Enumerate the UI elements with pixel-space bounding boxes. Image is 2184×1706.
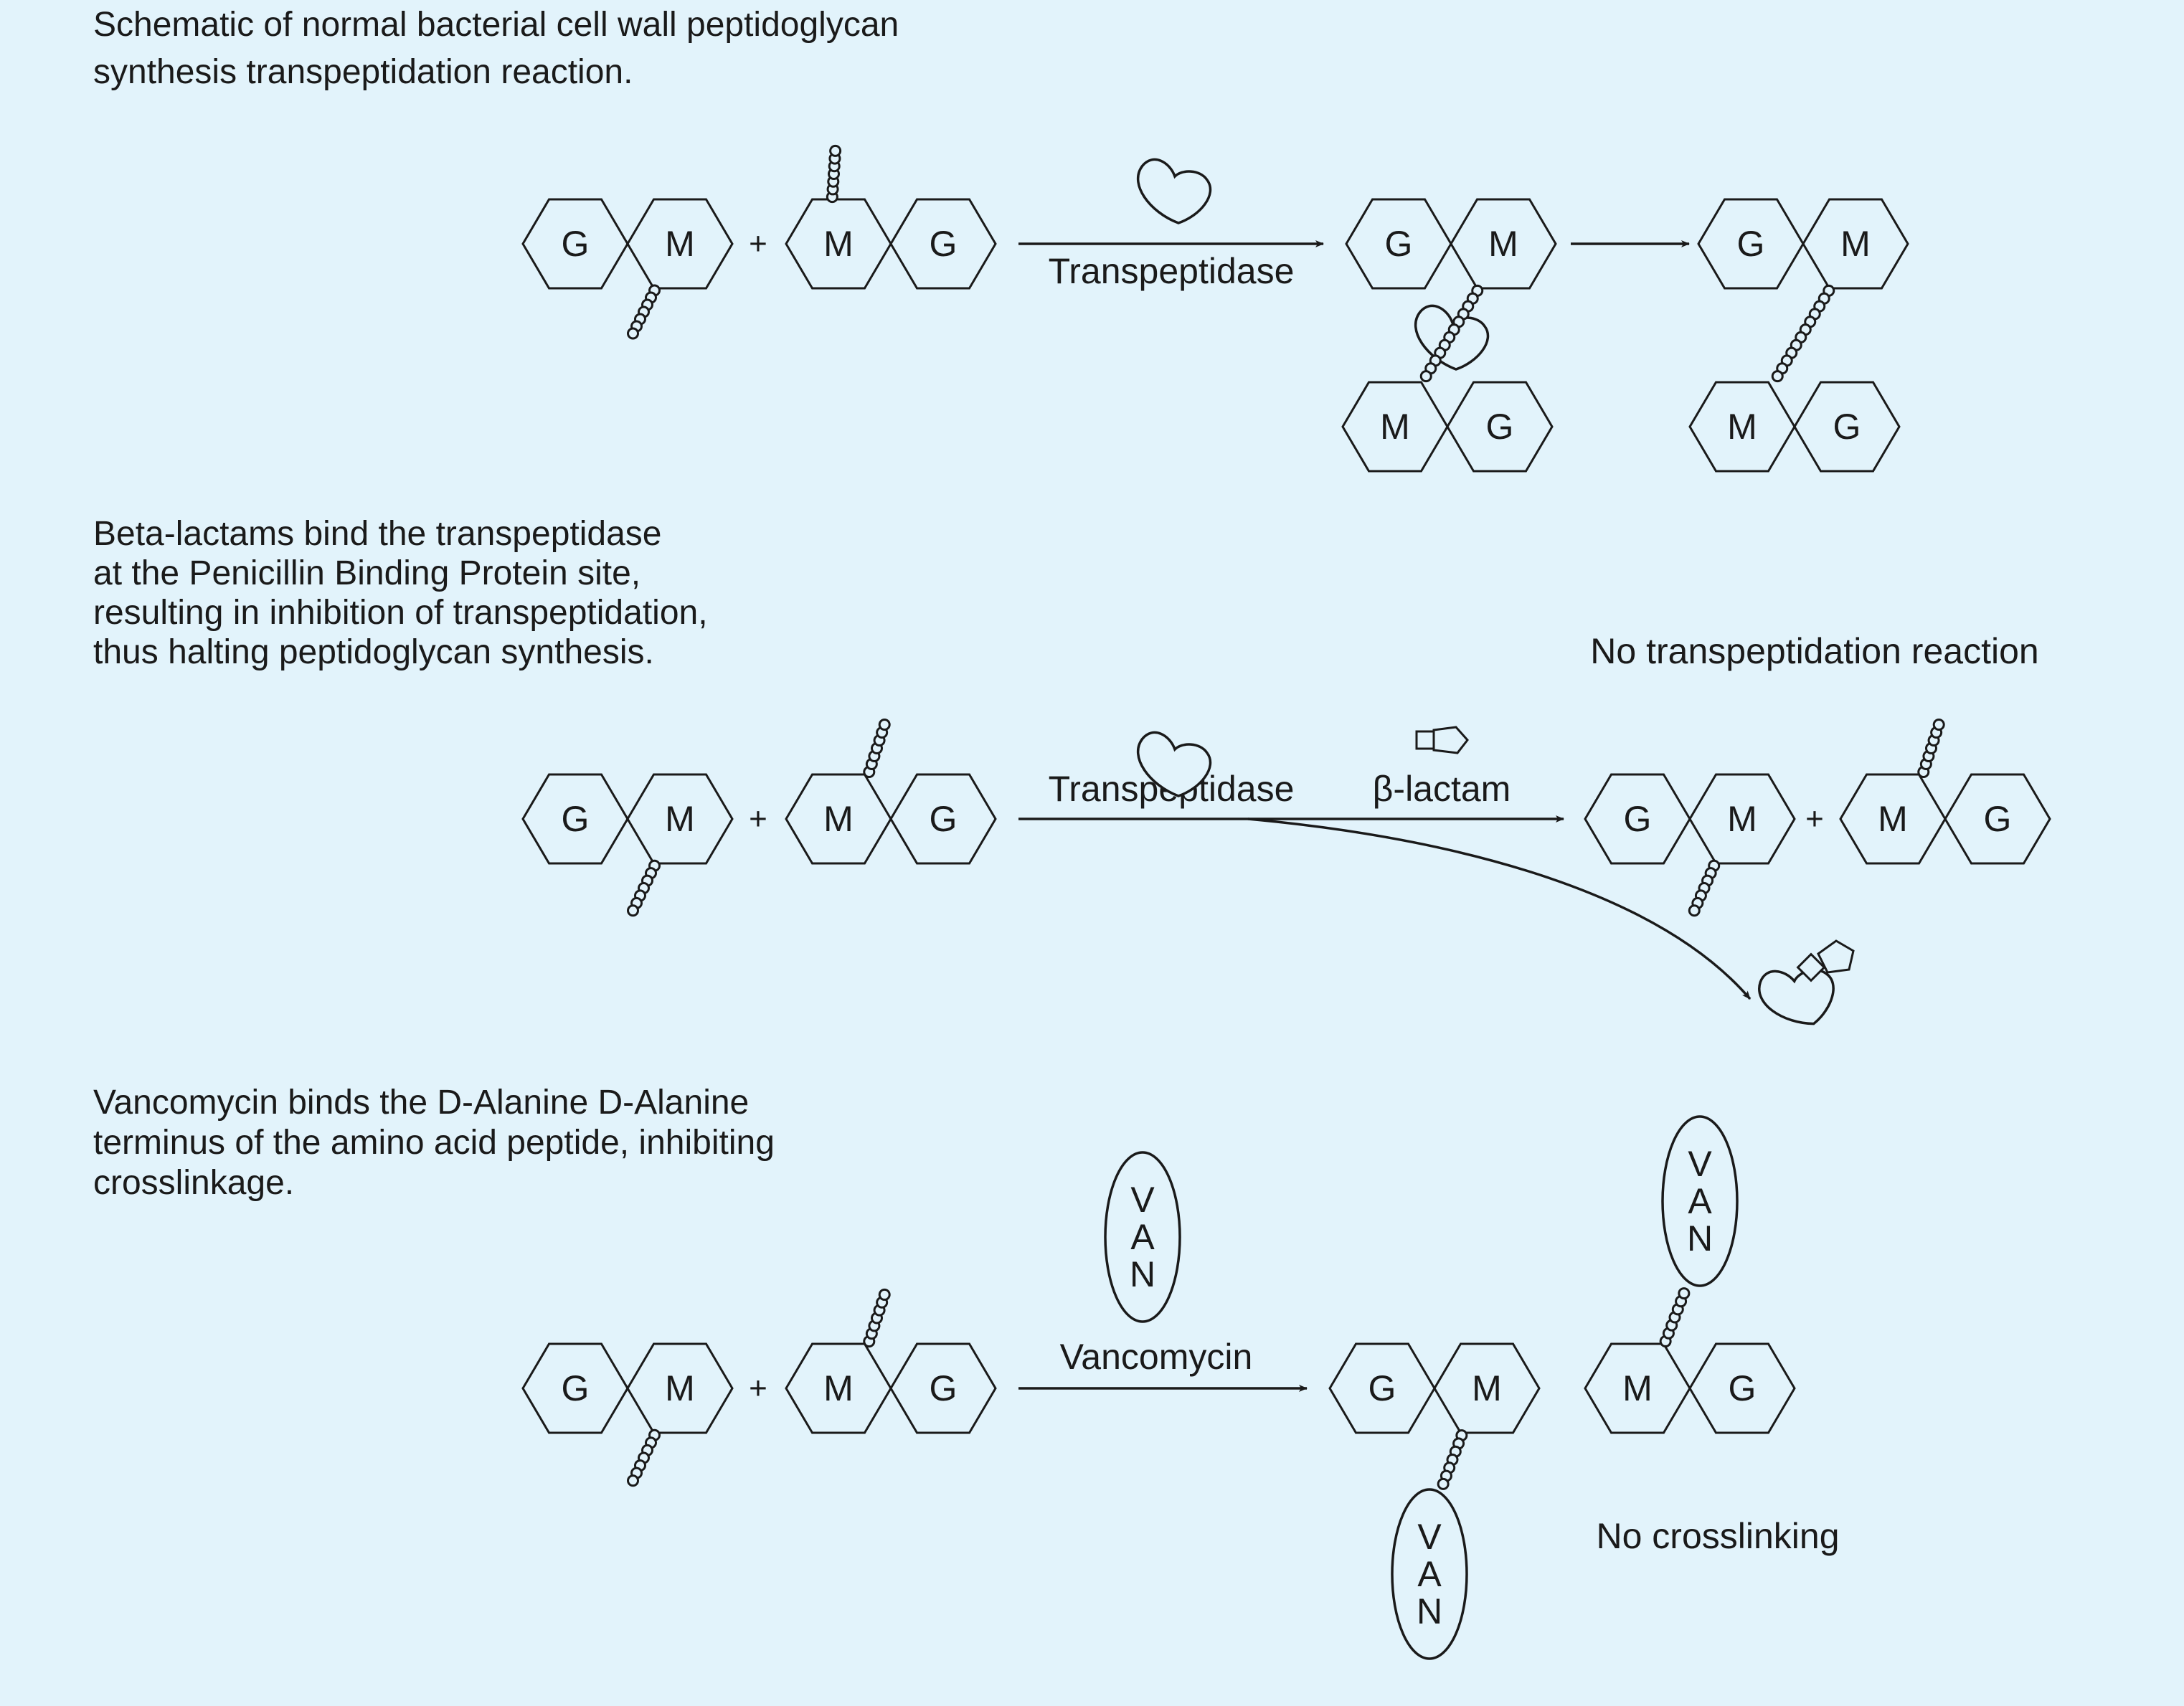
peptide-bead bbox=[1688, 904, 1701, 917]
peptide-bead bbox=[878, 1288, 891, 1301]
nag-label: G bbox=[1984, 799, 2012, 839]
nag-label: G bbox=[930, 1368, 958, 1408]
peptide-bead bbox=[1771, 370, 1784, 383]
plus-sign: + bbox=[749, 227, 767, 262]
nag-label: G bbox=[1486, 407, 1514, 447]
van-letter: V bbox=[1688, 1144, 1712, 1184]
sugar-hexagon bbox=[1793, 381, 1901, 473]
inhibited-transpeptidase-icon bbox=[1758, 969, 1835, 1025]
nam-label: M bbox=[1380, 407, 1410, 447]
beta-lactam-label: β-lactam bbox=[1373, 769, 1511, 809]
van-letter: V bbox=[1130, 1180, 1155, 1220]
caption-normal-line-1: Schematic of normal bacterial cell wall … bbox=[93, 6, 899, 44]
van-letter: A bbox=[1688, 1181, 1712, 1221]
nam-label: M bbox=[665, 799, 695, 839]
caption-van-line-1: Vancomycin binds the D-Alanine D-Alanine bbox=[93, 1084, 749, 1122]
nam-label: M bbox=[665, 1368, 695, 1408]
peptide-bead bbox=[627, 1474, 639, 1487]
nam-label: M bbox=[1840, 224, 1871, 264]
nam-label: M bbox=[665, 224, 695, 264]
caption-beta-line-1: Beta-lactams bind the transpeptidase bbox=[93, 515, 661, 553]
sugar-hexagon bbox=[1446, 381, 1554, 473]
van-letter: N bbox=[1130, 1254, 1155, 1294]
peptide-bead bbox=[1678, 1287, 1691, 1300]
caption-beta-line-3: resulting in inhibition of transpeptidat… bbox=[93, 594, 708, 632]
vancomycin-pill bbox=[1104, 1151, 1181, 1323]
nam-label: M bbox=[1878, 799, 1908, 839]
sugar-hexagon bbox=[1688, 1342, 1796, 1434]
peptide-bead bbox=[1437, 1477, 1450, 1490]
van-letter: N bbox=[1417, 1591, 1442, 1631]
sugar-hexagon bbox=[889, 198, 997, 290]
no-crosslinking-label: No crosslinking bbox=[1596, 1516, 1839, 1556]
nag-label: G bbox=[562, 799, 590, 839]
nag-label: G bbox=[1624, 799, 1652, 839]
caption-vancomycin: Vancomycin binds the D-Alanine D-Alanine… bbox=[93, 1084, 775, 1202]
van-letter: V bbox=[1417, 1517, 1442, 1557]
beta-lactam-icon bbox=[1415, 726, 1469, 754]
transpeptidase-enzyme-icon-2 bbox=[1137, 731, 1212, 797]
transpeptidase-label-1: Transpeptidase bbox=[1049, 251, 1295, 291]
nag-label: G bbox=[930, 224, 958, 264]
sugar-hexagon bbox=[889, 773, 997, 865]
peptide-bead bbox=[878, 719, 891, 731]
vancomycin-pill bbox=[1661, 1115, 1739, 1287]
enzyme-inactivation-arrow bbox=[1247, 818, 1752, 1000]
transpeptidase-enzyme-icon bbox=[1137, 158, 1212, 224]
caption-beta-line-4: thus halting peptidoglycan synthesis. bbox=[93, 633, 654, 671]
van-letter: A bbox=[1130, 1217, 1155, 1257]
nag-label: G bbox=[562, 1368, 590, 1408]
peptide-bead bbox=[1419, 370, 1432, 383]
sugar-hexagon bbox=[1944, 773, 2051, 865]
peptide-bead bbox=[627, 327, 639, 340]
nag-label: G bbox=[1833, 407, 1861, 447]
peptide-bead bbox=[627, 904, 639, 917]
nag-label: G bbox=[930, 799, 958, 839]
bound-beta-lactam-icon bbox=[1796, 939, 1855, 982]
plus-sign: + bbox=[1805, 802, 1824, 837]
nag-label: G bbox=[562, 224, 590, 264]
no-transpeptidation-label: No transpeptidation reaction bbox=[1590, 631, 2038, 671]
nam-label: M bbox=[1727, 799, 1757, 839]
caption-normal: Schematic of normal bacterial cell wall … bbox=[93, 6, 899, 91]
van-letter: N bbox=[1687, 1218, 1713, 1259]
peptide-bead bbox=[829, 144, 842, 157]
nag-label: G bbox=[1737, 224, 1765, 264]
vancomycin-label: Vancomycin bbox=[1060, 1337, 1253, 1377]
nag-label: G bbox=[1729, 1368, 1757, 1408]
nam-label: M bbox=[1472, 1368, 1502, 1408]
vancomycin-pill bbox=[1391, 1488, 1468, 1660]
nam-label: M bbox=[823, 1368, 854, 1408]
van-letter: A bbox=[1417, 1554, 1442, 1594]
nam-label: M bbox=[823, 224, 854, 264]
caption-beta-line-2: at the Penicillin Binding Protein site, bbox=[93, 554, 640, 592]
caption-van-line-3: crosslinkage. bbox=[93, 1164, 294, 1202]
nam-label: M bbox=[1727, 407, 1757, 447]
sugar-hexagon bbox=[889, 1342, 997, 1434]
nag-label: G bbox=[1385, 224, 1413, 264]
nam-label: M bbox=[1622, 1368, 1653, 1408]
plus-sign: + bbox=[749, 802, 767, 837]
nag-label: G bbox=[1368, 1368, 1396, 1408]
nam-label: M bbox=[823, 799, 854, 839]
plus-sign: + bbox=[749, 1371, 767, 1406]
caption-normal-line-2: synthesis transpeptidation reaction. bbox=[93, 53, 633, 91]
caption-beta-lactam: Beta-lactams bind the transpeptidase at … bbox=[93, 515, 708, 671]
nam-label: M bbox=[1488, 224, 1518, 264]
peptide-bead bbox=[1932, 719, 1945, 731]
caption-van-line-2: terminus of the amino acid peptide, inhi… bbox=[93, 1124, 775, 1162]
